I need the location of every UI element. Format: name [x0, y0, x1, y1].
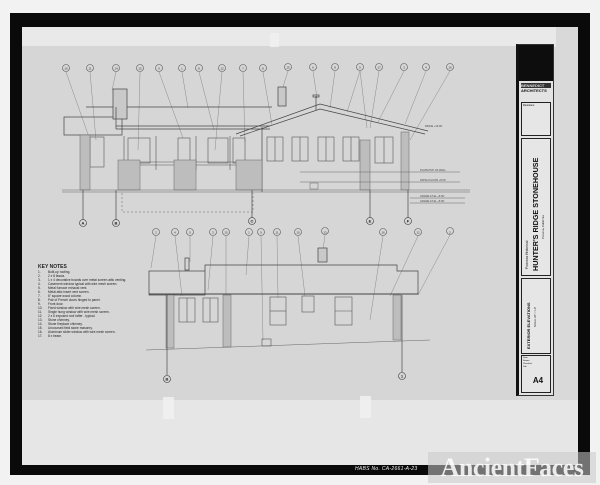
firm-logo-block	[519, 45, 553, 81]
key-note-item: 14.Stone fireplace chimney.	[38, 322, 83, 326]
tape-strip	[360, 396, 371, 418]
key-note-item: 15.Uncoursed field stone masonry.	[38, 326, 93, 330]
sheet-info-line: Drawn	[523, 360, 530, 362]
level-label: GRADE AT EL +6.50'	[420, 194, 445, 198]
key-note-item: 5.Metal furnace exhaust vent.	[38, 286, 88, 290]
sheet-number: A4	[532, 376, 544, 385]
project-subtitle: Pomona Historical	[525, 240, 529, 269]
key-note-item: 4.Casement window typical with wire mesh…	[38, 282, 118, 286]
grid-marker-1-lower: 1	[401, 374, 404, 379]
level-label: PLATE/TOP OF WALL	[420, 168, 447, 172]
key-note-item: 1.Built-up roofing.	[38, 270, 71, 274]
architect-firm: BENNEDICT ARCHITECTS	[521, 83, 551, 93]
sheet-info-line: Checked	[523, 363, 532, 365]
drawing-title-box: EXTERIOR ELEVATIONS SCALE 1/8" = 1'-0"	[521, 278, 551, 354]
level-label: GRADE AT EL +5.50'	[420, 199, 445, 203]
upper-callouts	[62, 63, 454, 72]
key-note-item: 9.Front door.	[38, 302, 64, 306]
sheet-info-line: Job	[523, 366, 527, 368]
key-note-item: 3.1 x 4 decorative boards over metal scr…	[38, 278, 127, 282]
key-note-item: 8.Pair of French doors hinged to panel.	[38, 298, 101, 302]
key-note-item: 11.Single hung window with wire mesh scr…	[38, 310, 110, 314]
drawing-area	[22, 46, 518, 400]
title-block: BENNEDICT ARCHITECTS Revisions Pomona Hi…	[516, 44, 554, 396]
key-note-item: 10.Fixed window with wire mesh screen.	[38, 306, 101, 310]
key-notes-title: KEY NOTES	[38, 264, 67, 270]
grid-marker-a: A	[82, 221, 85, 226]
key-note-item: 6.Metal attic insert vent screen.	[38, 290, 90, 294]
grid-marker-e: E	[369, 219, 372, 224]
tape-strip	[163, 397, 174, 419]
sheet-top-margin	[22, 27, 556, 47]
grid-marker-b-lower: B	[166, 377, 169, 382]
level-label: FINISH FLOOR +8.00'	[420, 178, 446, 182]
key-note-item: 13.Stone chimney.	[38, 318, 70, 322]
project-title-box: Pomona Historical HUNTER'S RIDGE STONEHO…	[521, 138, 551, 276]
habs-caption: HABS No. CA-2661-A-23	[355, 466, 418, 472]
grid-marker-f: F	[407, 219, 410, 224]
key-note-item: 2.2 x 8 fascia.	[38, 274, 66, 278]
drawing-title: EXTERIOR ELEVATIONS	[526, 302, 531, 349]
lower-callouts	[152, 227, 454, 236]
key-note-item: 12.2 x 6 exposed roof rafter - typical.	[38, 314, 96, 318]
project-location: Pomona, California	[541, 215, 545, 239]
sheet-info-line: Date	[523, 357, 528, 359]
revisions-box: Revisions	[521, 102, 551, 136]
grid-marker-b: B	[115, 221, 118, 226]
level-label: RIDGE +16.00'	[425, 124, 443, 128]
project-title: HUNTER'S RIDGE STONEHOUSE	[531, 157, 540, 271]
key-note-item: 16.Aluminum slider window with wire mesh…	[38, 330, 116, 334]
drawing-scale: SCALE 1/8" = 1'-0"	[534, 306, 537, 327]
grid-marker-c: C	[251, 219, 254, 224]
key-notes: KEY NOTES 1.Built-up roofing.2.2 x 8 fas…	[38, 264, 128, 339]
watermark: AncientFaces	[428, 452, 596, 483]
key-note-item: 7.6" square wood column.	[38, 294, 83, 298]
key-note-item: 17.8 x beam.	[38, 334, 62, 338]
tape-strip	[270, 33, 279, 47]
